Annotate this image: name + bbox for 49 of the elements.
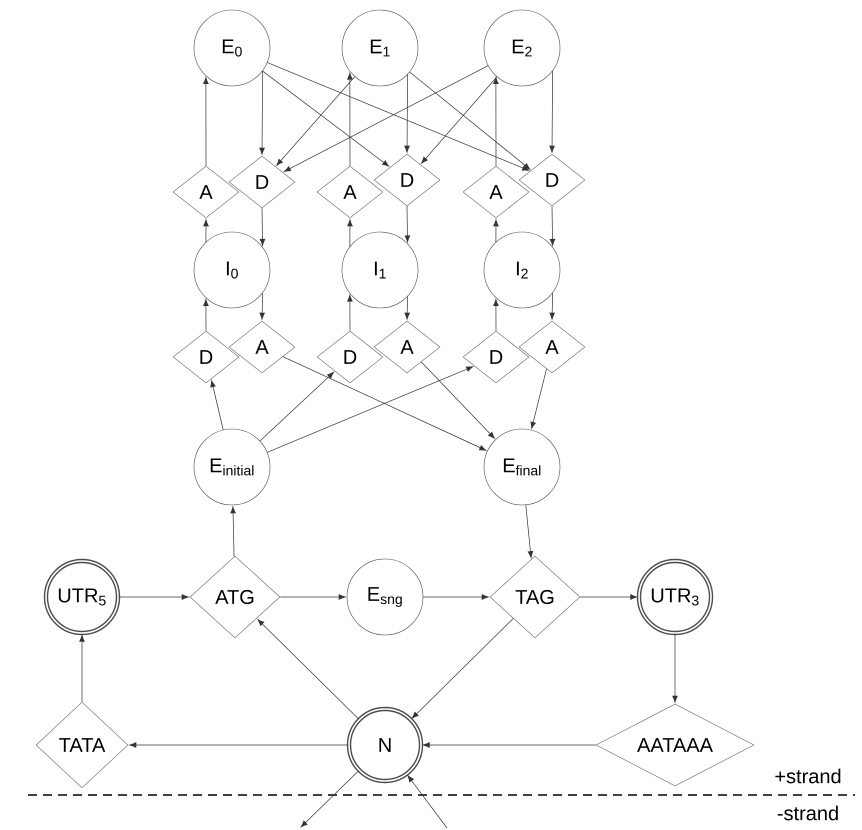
arrow (525, 504, 534, 558)
arrow (421, 362, 495, 439)
arrow (210, 380, 224, 430)
arrow (230, 506, 236, 557)
arrow (409, 72, 530, 170)
arrow (404, 74, 410, 153)
arrow (422, 594, 489, 600)
arrow (79, 634, 85, 702)
arrow (203, 299, 209, 332)
arrow (672, 633, 678, 703)
arrow (203, 219, 209, 242)
arrow (282, 356, 486, 451)
arrow (493, 77, 499, 166)
arrow (284, 65, 488, 172)
strand-label: +strand (775, 768, 840, 784)
arrow (257, 619, 360, 720)
arrow (422, 742, 596, 748)
arrow (203, 77, 209, 166)
arrow (421, 76, 498, 164)
double-circle-state: N (346, 706, 424, 784)
arrow (262, 70, 390, 167)
arrow (259, 70, 265, 155)
arrow (129, 742, 349, 748)
arrow (493, 299, 499, 332)
arrow (118, 594, 189, 600)
double-circle-state: UTR$_{5}$ (44, 558, 120, 636)
arrow (407, 775, 448, 828)
arrow (276, 76, 356, 166)
arrow (549, 292, 555, 320)
arrow (267, 366, 474, 453)
arrow (493, 219, 499, 242)
arrow (550, 206, 556, 246)
double-circle-state: UTR$_{3}$ (636, 558, 714, 636)
arrow (549, 70, 555, 153)
arrow (259, 292, 265, 320)
arrow (267, 62, 530, 171)
arrow (347, 294, 353, 332)
arrow (412, 618, 514, 719)
arrow (280, 594, 346, 600)
arrow (530, 368, 547, 429)
arrow (404, 296, 410, 320)
arrow (347, 219, 353, 247)
arrow (260, 208, 266, 246)
arrow (580, 594, 638, 600)
arrow (347, 72, 353, 166)
arrow (260, 372, 334, 442)
arrow (404, 206, 410, 242)
strand-label: -strand (778, 806, 838, 820)
arrow (300, 770, 360, 828)
